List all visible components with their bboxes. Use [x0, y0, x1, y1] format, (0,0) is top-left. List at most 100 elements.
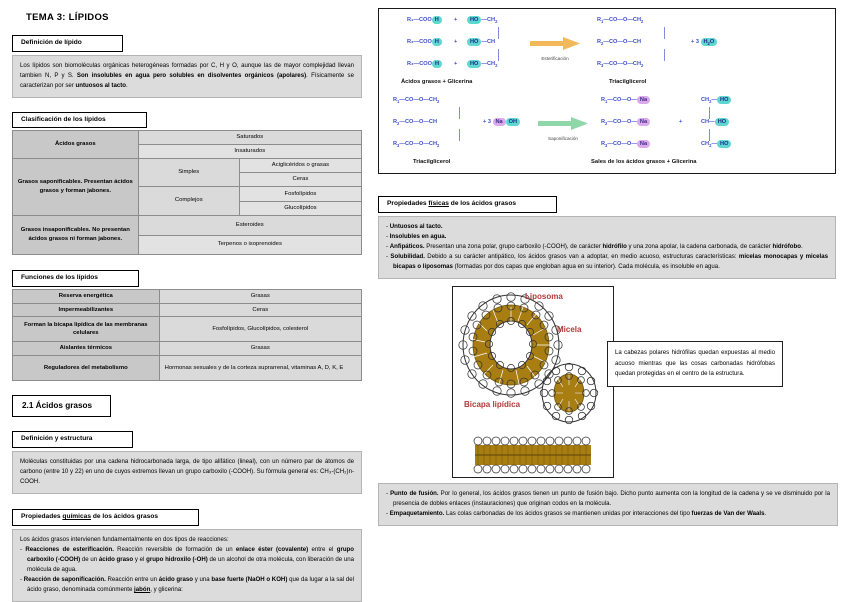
highlight-na: Na: [492, 118, 506, 126]
chip-part-underline: químicas: [62, 513, 92, 521]
highlight-ho: HO: [717, 96, 732, 104]
bicapa-label: Bicapa lipídica: [464, 400, 521, 409]
glycerol-product-3: CH2—HO: [701, 140, 732, 148]
list-item: - Solubilidad. Debido a su carácter anti…: [386, 252, 828, 270]
plus-sign: +: [454, 39, 458, 45]
propiedades-quimicas-chip: Propiedades químicas de los ácidos graso…: [12, 509, 200, 526]
chip-part-a: Propiedades: [387, 200, 429, 207]
saponificacion-left-caption: Triacilglicerol: [413, 159, 451, 165]
item-t2: y una zona apolar, la cadena carbonada, …: [626, 242, 773, 250]
cell-saponificables: Grasos saponificables. Presentan ácidos …: [12, 158, 139, 217]
cell-ejemplo: Grasas: [158, 341, 363, 357]
item-lead: Punto de fusión.: [390, 490, 439, 497]
page-title: TEMA 3: LÍPIDOS: [26, 12, 109, 23]
item-b1: fuerzas de Van der Waals: [691, 510, 765, 518]
bond-line: [709, 107, 711, 119]
item-b1: hidrófilo: [602, 242, 627, 250]
saponificacion-arrow: Saponificación: [535, 117, 591, 141]
quimicas-intro: Los ácidos grasos intervienen fundamenta…: [20, 535, 229, 543]
cell-ejemplo: Grasas: [158, 288, 363, 304]
item-b2: grupo carboxilo (-COOH): [27, 545, 354, 563]
glycerol-arm-1: HO—CH2: [467, 16, 497, 24]
arrow-label: Saponificación: [548, 136, 578, 141]
seccion-21: 2.1 Ácidos grasos: [12, 395, 362, 418]
cell-aciglicéridos: Aciglicéridos o grasas: [238, 158, 363, 173]
product-1: R1—CO—O—CH2: [597, 17, 644, 25]
cell-funcion: Reserva energética: [12, 288, 160, 304]
item-t4: , y glicerina:: [150, 585, 183, 593]
liposoma-shape: [458, 292, 563, 398]
def-bold-2: untuosos al tacto: [75, 81, 126, 89]
list-item: - Reacción de saponificación. Reacción e…: [20, 575, 354, 593]
bond-line: [664, 27, 666, 39]
item-t1: Reacción reversible de formación de un: [113, 545, 236, 553]
bond-line: [459, 129, 461, 141]
plus-sign: +: [679, 119, 683, 125]
list-item: - Empaquetamiento. Las colas carbonadas …: [386, 510, 767, 518]
item-t1: Por lo general, los ácidos grasos tienen…: [393, 490, 830, 508]
highlight-h: H: [431, 16, 442, 24]
item-b2: hidrófobo: [772, 242, 801, 250]
esterificacion-right-caption: Triacilglicerol: [609, 79, 647, 85]
item-t4: y el: [133, 555, 147, 563]
propiedades-fisicas-text: - Untuosos al tacto. - Insolubles en agu…: [378, 215, 836, 279]
cell-complejos: Complejos: [137, 185, 240, 217]
arrow-icon: [538, 117, 588, 130]
esterificacion-arrow: Esterificación: [527, 37, 583, 61]
table-row: Complejos Fosfolípidos: [13, 185, 363, 217]
saponificacion-right-caption: Sales de los ácidos grasos + Glicerina: [591, 159, 697, 165]
definicion-lipido-chip: Definición de lípido: [12, 35, 123, 52]
tag-reactant-1: R1—CO—O—CH2: [393, 97, 440, 105]
propiedades-fisicas-chip: Propiedades físicas de los ácidos grasos: [378, 196, 558, 213]
chip-part-b: de los ácidos grasos: [448, 200, 517, 207]
table-row: Glucolípidos: [13, 201, 363, 217]
glycerol-product-2: CH—HO: [701, 118, 730, 126]
glycerol-arm-2: HO—CH: [467, 38, 495, 46]
item-lead: Untuosos al tacto.: [389, 222, 443, 230]
definicion-estructura-text: Moléculas constituidas por una cadena hi…: [12, 451, 362, 495]
cell-funcion: Reguladores del metabolismo: [12, 355, 160, 382]
left-column: TEMA 3: LÍPIDOS Definición de lípido Los…: [12, 8, 363, 602]
r-label: R₃: [407, 61, 414, 67]
table-row: Forman la bicapa lipídica de las membran…: [12, 316, 363, 343]
table-row: Reserva energética Grasas: [12, 288, 363, 304]
def-text-1: Los lípidos son biomoléculas orgánicas h…: [20, 61, 354, 79]
definicion-estructura-section: Definición y estructura Moléculas consti…: [12, 427, 362, 495]
table-row: Insaturados: [13, 144, 363, 160]
def-text-3: .: [126, 81, 128, 89]
funciones-table: Reserva energética Grasas Impermeabiliza…: [12, 288, 363, 382]
esterificacion-left-caption: Ácidos grasos + Glicerina: [401, 79, 473, 85]
bicapa-shape: [473, 436, 591, 474]
plus-sign: +: [454, 17, 458, 23]
highlight-ho: HO: [467, 60, 482, 68]
cell-ceras: Ceras: [238, 171, 363, 187]
water-product: + 3 H2O: [691, 38, 718, 46]
highlight-na: Na: [636, 118, 651, 126]
cell-insaponificables: Grasos insaponificables. No presentan ác…: [12, 215, 139, 256]
bond-line: [709, 129, 711, 141]
item-lead: Empaquetamiento.: [389, 510, 445, 518]
highlight-na: Na: [636, 96, 651, 104]
clasificacion-chip: Clasificación de los lípidos: [12, 111, 147, 129]
definicion-estructura-chip: Definición y estructura: [12, 431, 134, 449]
definicion-lipido-text: Los lípidos son biomoléculas orgánicas h…: [12, 54, 362, 98]
funciones-chip: Funciones de los lípidos: [12, 270, 139, 287]
table-row: Impermeabilizantes Ceras: [12, 302, 363, 318]
highlight-ho: HO: [717, 140, 732, 148]
highlight-water: H2O: [700, 38, 718, 46]
callout-box: La cabezas polares hidrófilas quedan exp…: [607, 341, 783, 387]
liposoma-label: Liposoma: [525, 292, 563, 301]
item-t3: que da lugar a la sal del ácido graso, d…: [27, 575, 354, 593]
item-t5: de un alcohol de otra molécula, con libe…: [27, 555, 355, 573]
list-item: - Punto de fusión. Por lo general, los á…: [386, 490, 830, 508]
item-b1: ácido graso: [158, 575, 193, 583]
arrow-label: Esterificación: [541, 56, 569, 61]
item-lead: Solubilidad.: [390, 252, 425, 260]
def-bold-1: Son insolubles en agua pero solubles en …: [76, 71, 307, 79]
highlight-ho: HO: [467, 16, 482, 24]
r-label: R₁: [407, 17, 414, 23]
item-lead: Reacciones de esterificación.: [25, 545, 114, 553]
